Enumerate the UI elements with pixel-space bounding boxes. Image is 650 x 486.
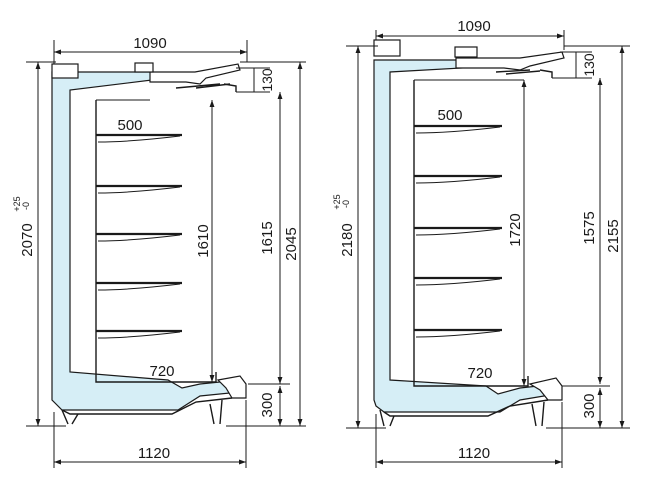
right-label-shelf-zone: 1575 [581,211,598,244]
left-shelf-5-bracket [97,331,181,339]
right-canopy [455,51,565,71]
left-shelf-3-bracket [97,234,181,242]
right-label-width-bottom: 1120 [458,445,490,462]
right-cabinet-body [373,59,557,413]
right-back-panel [413,80,529,387]
left-foot-front [209,399,223,425]
left-label-width-top: 1090 [133,35,166,52]
right-label-canopy: 130 [581,53,597,77]
right-front-grille [528,377,563,401]
left-foot-back [61,409,79,425]
right-label-height-above-base: 2155 [605,219,622,252]
right-unit: 1090 1120 500 720 1720 130 1575 2155 300 [332,18,630,468]
right-label-base-deck: 720 [467,365,492,382]
right-canopy-tip [539,69,553,78]
left-label-shelf-depth: 500 [117,117,142,134]
left-unit: 1090 1120 500 720 1610 130 1615 2045 300 [12,35,306,468]
right-foot-back [379,409,395,427]
left-shelf-1-bracket [97,135,181,143]
left-shelf-2-bracket [97,186,181,194]
right-label-tol-upper: +25 [332,194,342,209]
left-canopy-tip [223,83,237,92]
left-label-shelf-zone: 1615 [259,221,276,254]
right-label-interior-height: 1720 [507,213,524,246]
left-label-height-above-base: 2045 [283,227,300,260]
right-label-total-height: 2180 [339,223,356,256]
left-label-interior-height: 1610 [195,224,212,257]
left-front-grille [216,375,247,399]
right-shelf-4-bracket [415,278,501,286]
left-label-canopy: 130 [259,68,275,92]
right-shelf-1-bracket [415,126,501,134]
right-night-blind [495,69,541,75]
right-top-light-box [454,46,478,58]
right-shelf-2-bracket [415,176,501,184]
left-canopy [149,63,241,85]
right-base-plinth [383,399,549,417]
left-shelves [96,133,182,339]
right-foot-front [531,401,545,427]
right-label-base-height: 300 [581,393,598,418]
right-shelf-3-bracket [415,228,501,236]
right-shelves [414,124,502,338]
right-label-shelf-depth: 500 [437,107,462,124]
left-top-light-box [134,62,154,73]
left-label-base-deck: 720 [149,363,174,380]
left-label-tol-lower: -0 [21,202,31,210]
left-label-total-height: 2070 [19,223,36,256]
left-base-plinth [61,397,233,415]
left-shelf-4-bracket [97,283,181,291]
left-label-tol-upper: +25 [12,196,22,211]
left-corner-block [51,63,79,79]
left-label-base-height: 300 [259,392,276,417]
right-label-tol-lower: -0 [341,200,351,208]
left-back-panel [95,100,217,383]
right-shelf-5-bracket [415,330,501,338]
right-label-width-top: 1090 [457,18,490,35]
right-corner-block [373,39,401,57]
left-label-width-bottom: 1120 [138,445,170,462]
left-night-blind [175,83,231,89]
